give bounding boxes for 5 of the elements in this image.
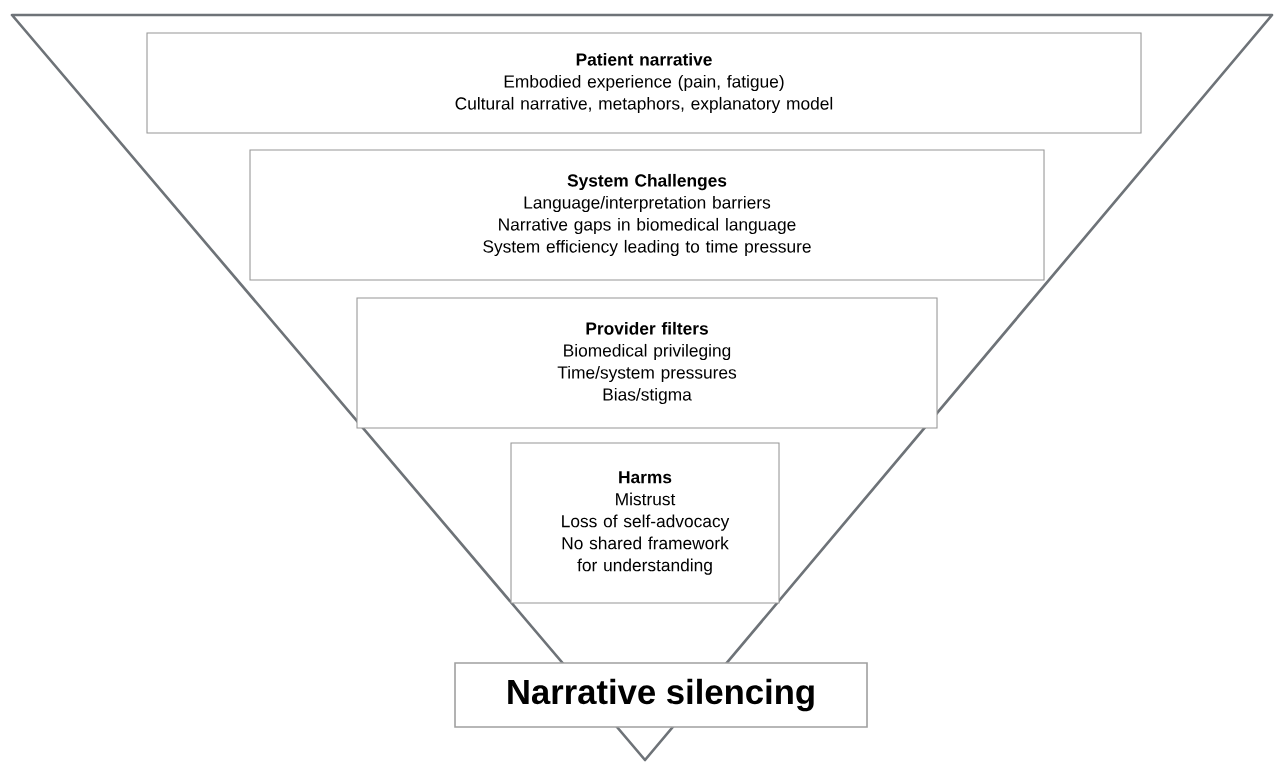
title-box: Narrative silencing xyxy=(454,662,868,728)
text-box: Provider filters Biomedical privileging Time/system pressures Bias/stigma xyxy=(356,297,938,429)
text-box: Harms Mistrust Loss of self-advocacy No shared framework for understanding xyxy=(510,442,780,604)
text-box: Patient narrative Embodied experience (pain, fatigue) Cultural narrative, metaphors, explanatory model xyxy=(146,32,1142,134)
text-box: System Challenges Language/interpretation barriers Narrative gaps in biomedical language System efficiency leading to time pressure xyxy=(249,149,1045,281)
